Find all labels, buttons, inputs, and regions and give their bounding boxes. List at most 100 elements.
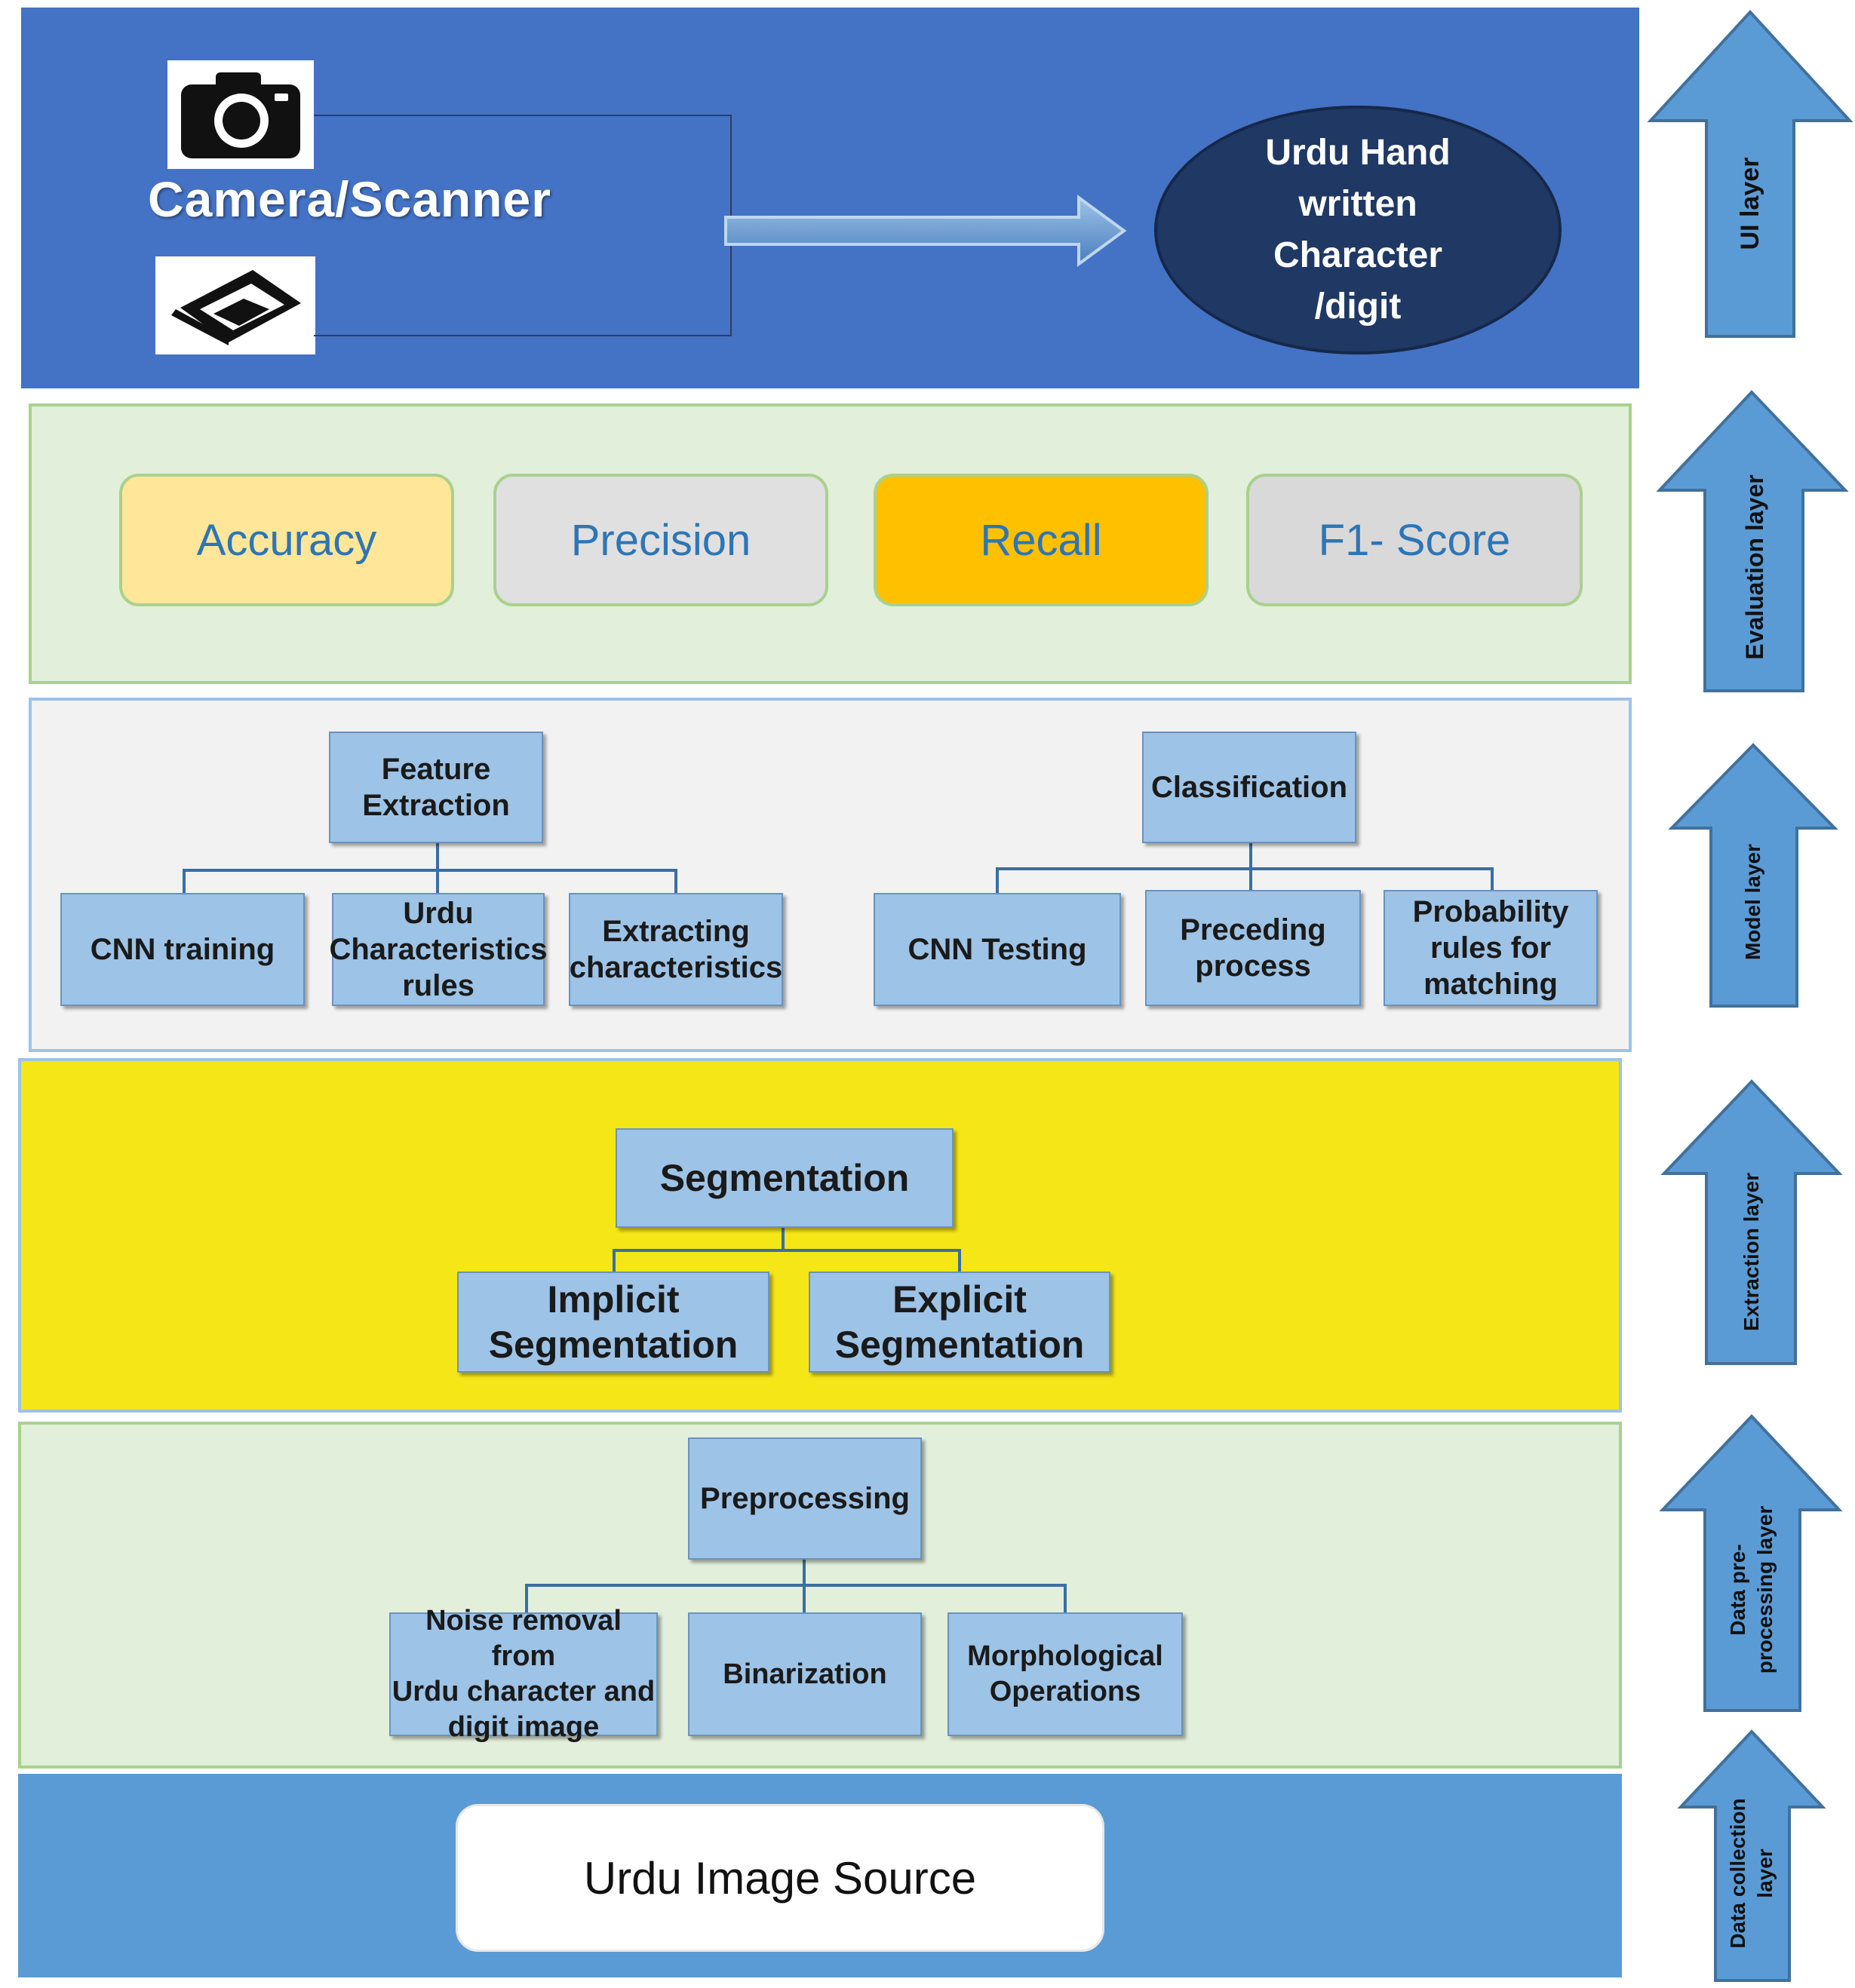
node-line: Urdu character and	[392, 1676, 656, 1707]
arrow-label-line: processing layer	[1753, 1505, 1777, 1674]
node-line: Preceding	[1180, 913, 1326, 946]
node-line: Operations	[989, 1676, 1141, 1707]
probability-rules-box: Probability rules for matching	[1384, 890, 1598, 1006]
output-line: /digit	[1314, 287, 1402, 327]
node-line: Segmentation	[488, 1324, 739, 1366]
node-line: Segmentation	[834, 1324, 1085, 1366]
node-line: Feature	[381, 753, 491, 786]
connector	[1064, 1584, 1067, 1614]
metric-recall: Recall	[874, 474, 1209, 606]
node-line: digit image	[447, 1711, 600, 1743]
data-preprocessing-layer-label: Data pre- processing layer	[1724, 1506, 1779, 1674]
arrow-label-line: UI layer	[1736, 157, 1764, 250]
node-line: characteristics	[569, 951, 783, 984]
output-line: Urdu Hand	[1265, 133, 1451, 173]
extraction-layer-label: Extraction layer	[1739, 1173, 1764, 1331]
input-bracket	[314, 115, 732, 336]
connector	[803, 1558, 806, 1585]
arrow-label-line: Model layer	[1741, 843, 1764, 961]
connector	[674, 869, 677, 894]
implicit-segmentation-box: Implicit Segmentation	[457, 1272, 769, 1373]
model-layer-band	[29, 698, 1632, 1052]
ui-layer-arrow	[1647, 10, 1853, 338]
flow-arrow	[724, 195, 1127, 267]
node-line: Characteristics	[329, 933, 548, 966]
metric-f1-score: F1- Score	[1246, 474, 1583, 606]
connector	[996, 867, 1494, 870]
node-line: Classification	[1150, 771, 1348, 804]
connector	[525, 1584, 1067, 1587]
data-preprocessing-layer-arrow	[1659, 1414, 1843, 1712]
node-line: rules	[402, 969, 474, 1002]
connector	[803, 1584, 806, 1614]
connector	[436, 842, 439, 870]
node-line: process	[1195, 950, 1311, 983]
camera-icon	[181, 72, 300, 158]
feature-extraction-box: Feature Extraction	[329, 732, 543, 843]
node-line: Probability	[1412, 895, 1569, 928]
node-line: matching	[1423, 968, 1558, 1001]
evaluation-layer-label: Evaluation layer	[1740, 474, 1769, 659]
camera-scanner-label: Camera/Scanner	[148, 171, 551, 227]
extraction-layer-arrow	[1660, 1079, 1843, 1365]
node-line: Binarization	[723, 1658, 887, 1690]
node-line: Morphological	[967, 1640, 1163, 1672]
morphological-operations-box: Morphological Operations	[947, 1612, 1183, 1736]
arrow-label-line: layer	[1753, 1848, 1777, 1898]
metric-precision: Precision	[493, 474, 828, 606]
connector	[1491, 867, 1494, 894]
connector	[436, 869, 439, 894]
node-line: Preprocessing	[700, 1482, 910, 1515]
node-line: rules for	[1430, 931, 1552, 965]
connector	[613, 1249, 616, 1273]
connector	[1249, 867, 1252, 894]
node-line: Urdu	[403, 897, 474, 930]
ui-layer-label: UI layer	[1735, 158, 1765, 250]
scanner-icon-box	[155, 256, 315, 354]
output-oval: Urdu Hand written Character /digit	[1154, 106, 1562, 354]
urdu-characteristics-rules-box: Urdu Characteristics rules	[329, 893, 548, 1006]
data-collection-layer-arrow	[1677, 1729, 1826, 1982]
connector	[183, 869, 186, 894]
node-line: Noise removal from	[425, 1605, 622, 1672]
preceding-process-box: Preceding process	[1145, 890, 1361, 1006]
node-line: CNN training	[90, 933, 275, 966]
cnn-testing-box: CNN Testing	[874, 893, 1121, 1006]
segmentation-box: Segmentation	[616, 1128, 954, 1228]
arrow-label-line: Data collection	[1726, 1798, 1749, 1949]
data-collection-layer-label: Data collection layer	[1724, 1798, 1779, 1948]
urdu-image-source-box: Urdu Image Source	[456, 1804, 1104, 1952]
node-line: CNN Testing	[908, 933, 1087, 966]
node-line: Extraction	[362, 789, 510, 822]
evaluation-layer-arrow	[1656, 390, 1849, 692]
camera-icon-box	[167, 60, 314, 169]
cnn-training-box: CNN training	[60, 893, 305, 1006]
output-line: Character	[1273, 235, 1443, 275]
connector	[996, 867, 999, 894]
connector	[1249, 842, 1252, 869]
connector	[525, 1584, 528, 1614]
output-text: Urdu Hand written Character /digit	[1265, 127, 1450, 333]
metric-accuracy: Accuracy	[119, 474, 454, 606]
connector	[183, 869, 677, 872]
model-layer-label: Model layer	[1740, 844, 1766, 960]
connector	[958, 1249, 961, 1273]
binarization-box: Binarization	[688, 1612, 922, 1736]
connector	[613, 1249, 961, 1252]
connector	[782, 1226, 785, 1250]
node-line: Explicit	[892, 1278, 1027, 1321]
arrow-label-line: Data pre-	[1726, 1544, 1749, 1636]
extracting-characteristics-box: Extracting characteristics	[569, 893, 783, 1006]
noise-removal-box: Noise removal from Urdu character and di…	[389, 1605, 658, 1743]
preprocessing-box: Preprocessing	[688, 1437, 922, 1560]
arrow-label-line: Extraction layer	[1740, 1172, 1763, 1332]
scanner-icon	[171, 270, 301, 345]
classification-box: Classification	[1142, 732, 1356, 843]
node-line: Segmentation	[659, 1157, 910, 1199]
arrow-label-line: Evaluation layer	[1741, 474, 1768, 660]
explicit-segmentation-box: Explicit Segmentation	[809, 1272, 1110, 1373]
model-layer-arrow	[1668, 743, 1838, 1008]
node-line: Extracting	[602, 915, 750, 948]
output-line: written	[1298, 184, 1417, 224]
node-line: Implicit	[547, 1278, 680, 1321]
